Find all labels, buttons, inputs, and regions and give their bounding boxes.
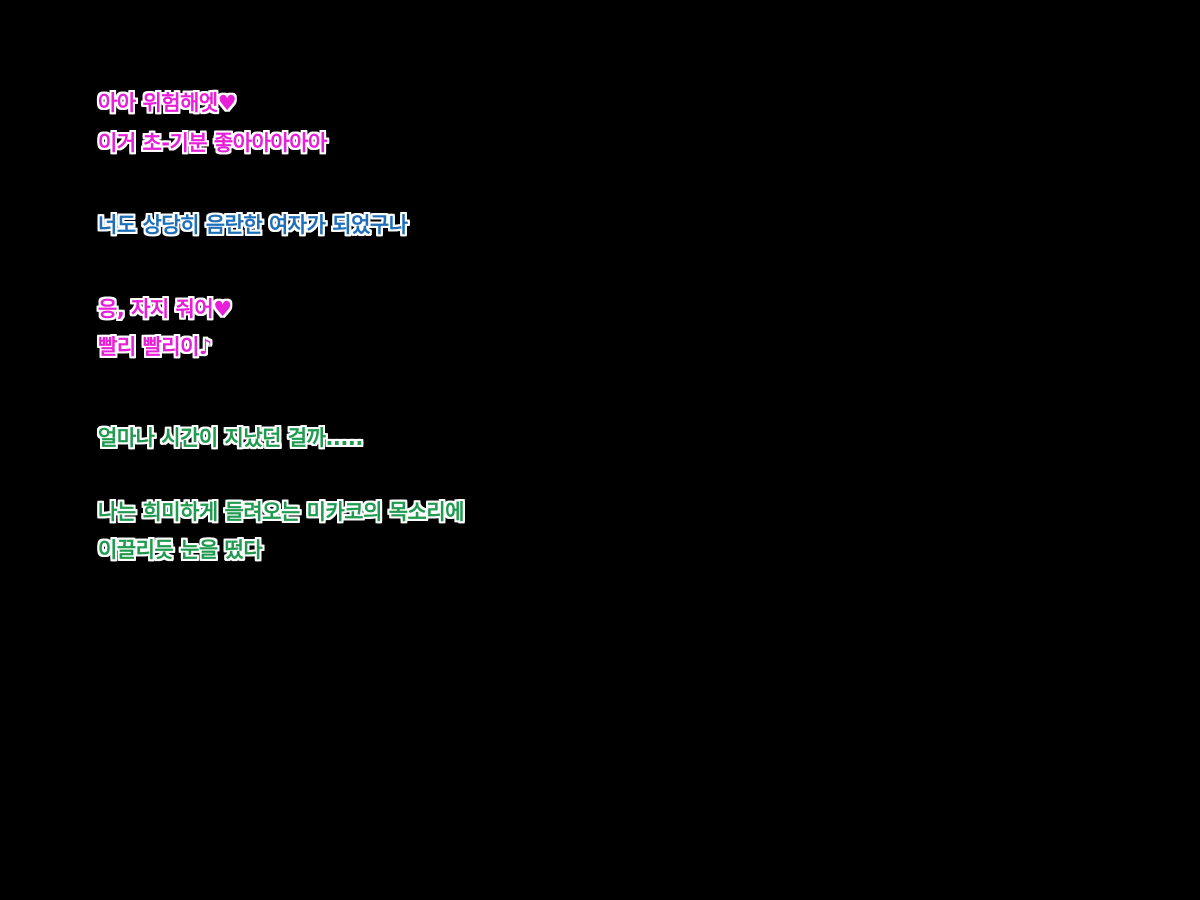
narration-line-2: 나는 희미하게 들려오는 미카코의 목소리에 (98, 500, 465, 524)
dialogue-line-3: 너도 상당히 음란한 여자가 되었구나 (98, 213, 408, 237)
narration-line-3: 이끌리듯 눈을 떴다 (98, 538, 263, 562)
dialogue-line-1: 아아 위험해엣♥ (98, 91, 237, 115)
dialogue-line-2: 이거 초-기분 좋아아아아아 (98, 131, 327, 155)
narration-line-1: 얼마나 시간이 지났던 걸까..... (98, 426, 363, 450)
dialogue-line-4: 응, 자지 줘어♥ (98, 297, 232, 321)
dialogue-line-5: 빨리 빨리이♪ (98, 335, 212, 359)
